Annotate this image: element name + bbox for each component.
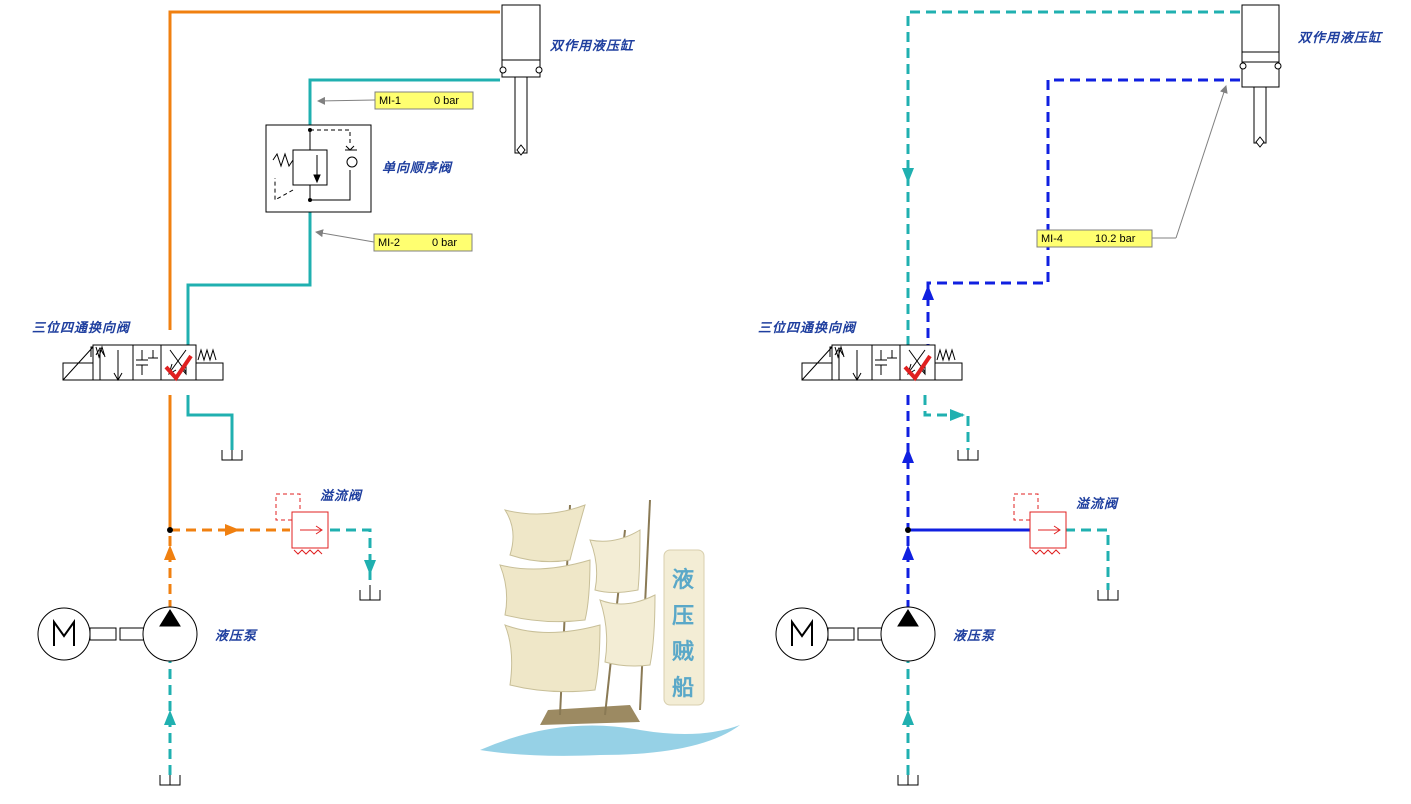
- left-flow-arrow-right: [225, 524, 240, 536]
- right-pressure-arrow-up-1: [922, 285, 934, 300]
- right-cylinder-label: 双作用液压缸: [1297, 30, 1384, 46]
- left-tank-3: [159, 775, 181, 786]
- left-valve-active-check-icon: [164, 354, 193, 382]
- left-pump-label: 液压泵: [215, 628, 258, 644]
- right-directional-valve-label: 三位四通换向阀: [758, 320, 857, 336]
- meter-mi2-id: MI-2: [378, 237, 400, 249]
- left-relief-arrow-down: [364, 560, 376, 575]
- left-motor: [37, 607, 145, 661]
- meter-mi4-value: 10.2 bar: [1095, 233, 1136, 245]
- left-tank-1: [221, 450, 243, 461]
- meter-mi2-value: 0 bar: [432, 237, 457, 249]
- left-tank-line: [168, 528, 372, 775]
- left-circuit: 双作用液压缸 单向顺序阀 MI-1 0 bar MI: [32, 4, 636, 786]
- left-pressure-line: [168, 10, 500, 530]
- left-relief-valve-label: 溢流阀: [320, 488, 363, 504]
- left-relief-valve: [275, 493, 329, 555]
- left-sequence-valve: [265, 124, 372, 213]
- logo-plaque: [663, 549, 705, 706]
- right-pump: [880, 606, 936, 662]
- left-pump: [142, 606, 198, 662]
- right-directional-valve: [801, 344, 963, 382]
- meter-mi1-id: MI-1: [379, 95, 401, 107]
- left-pump-line: [168, 528, 290, 610]
- left-directional-valve-label: 三位四通换向阀: [32, 320, 131, 336]
- sailing-ship-icon: [480, 499, 740, 756]
- left-flow-arrow-up: [164, 545, 176, 560]
- right-tank-2: [1097, 590, 1119, 601]
- right-tank-3: [897, 775, 919, 786]
- logo-char-1: 液: [672, 567, 694, 593]
- right-return-line: [906, 10, 1240, 775]
- right-return-arrow-right: [950, 409, 965, 421]
- right-relief-valve-label: 溢流阀: [1076, 496, 1119, 512]
- sailing-ship-logo: 液 压 贼 船: [480, 499, 740, 756]
- right-pressure-arrow-up-2: [902, 448, 914, 463]
- right-pressure-arrow-up-3: [902, 545, 914, 560]
- left-tank-arrow-up: [164, 710, 176, 725]
- left-directional-valve: [62, 344, 224, 382]
- logo-char-2: 压: [672, 603, 694, 629]
- right-cylinder: [1239, 4, 1282, 148]
- left-seq-node-top: [308, 128, 312, 132]
- left-cylinder-label: 双作用液压缸: [549, 38, 636, 54]
- right-junction: [905, 527, 911, 533]
- meter-mi1-value: 0 bar: [434, 95, 459, 107]
- left-cylinder: [499, 4, 543, 156]
- right-return-arrow-down: [902, 168, 914, 183]
- left-seq-node-bottom: [308, 198, 312, 202]
- left-tank-2: [359, 585, 381, 601]
- left-meter-mi1: MI-1 0 bar: [317, 91, 474, 110]
- left-junction: [167, 527, 173, 533]
- right-pump-label: 液压泵: [953, 628, 996, 644]
- logo-char-4: 船: [672, 675, 694, 701]
- right-circuit: 双作用液压缸 MI-4 10.2 bar 三位四通换向阀: [758, 4, 1384, 786]
- left-return-line: [186, 78, 500, 450]
- logo-char-3: 贼: [671, 639, 694, 665]
- right-tank-arrow-up: [902, 710, 914, 725]
- right-meter-mi4: MI-4 10.2 bar: [1036, 85, 1228, 248]
- right-valve-active-check-icon: [903, 354, 932, 382]
- meter-mi4-id: MI-4: [1041, 233, 1063, 245]
- right-tank-1: [957, 450, 979, 461]
- left-sequence-valve-label: 单向顺序阀: [382, 160, 453, 176]
- right-relief-valve: [1013, 493, 1067, 555]
- right-motor: [775, 607, 883, 661]
- left-meter-mi2: MI-2 0 bar: [315, 229, 473, 252]
